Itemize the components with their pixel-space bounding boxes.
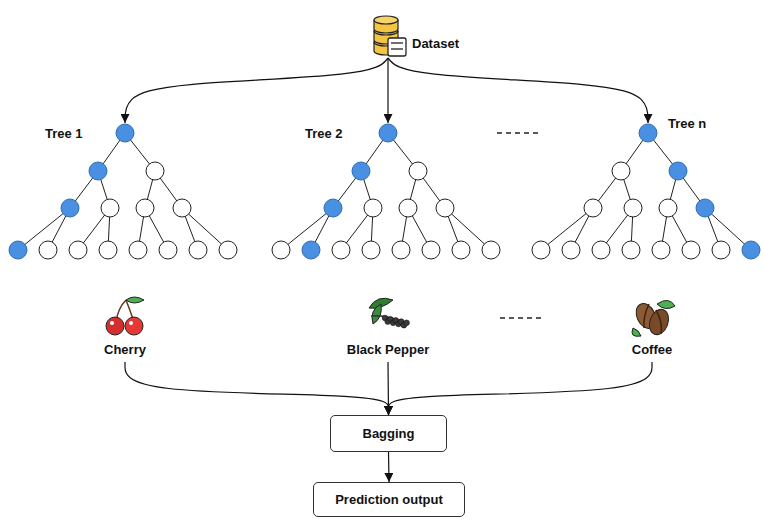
tree-node	[352, 162, 370, 180]
connector-arrow	[387, 58, 388, 123]
tree-node	[742, 241, 760, 259]
tree-node	[272, 241, 290, 259]
tree-node	[436, 199, 454, 217]
tree-node	[452, 241, 470, 259]
tree-node	[696, 199, 714, 217]
process-box: Bagging	[330, 415, 447, 452]
tree-node	[584, 199, 602, 217]
tree-node	[712, 241, 730, 259]
tree-node	[219, 241, 237, 259]
tree-node	[409, 162, 427, 180]
node-label: Prediction output	[335, 492, 443, 507]
cherry-icon	[100, 294, 150, 338]
tree-illustrations	[9, 124, 760, 259]
connector-arrow	[388, 58, 648, 123]
tree-node	[129, 241, 147, 259]
node-label: Dataset	[412, 36, 459, 51]
tree-node	[9, 241, 27, 259]
tree-group: Tree n	[528, 123, 765, 263]
decision-tree	[9, 124, 237, 259]
tree-node	[189, 241, 207, 259]
connector-arrow	[125, 362, 389, 415]
connector-arrow	[388, 452, 390, 482]
tree-label: Tree 2	[305, 126, 343, 141]
tree-node	[622, 241, 640, 259]
process-box: Prediction output	[313, 482, 465, 517]
class-label: Cherry	[81, 342, 169, 357]
connector-arrow	[125, 58, 388, 123]
tree-node	[682, 241, 700, 259]
tree-node	[482, 241, 500, 259]
tree-node	[652, 241, 670, 259]
tree-node	[116, 124, 134, 142]
tree-node	[399, 199, 417, 217]
tree-node	[39, 241, 57, 259]
tree-node	[173, 199, 191, 217]
tree-group: Tree 1	[5, 123, 245, 263]
ellipsis-dashes	[497, 132, 542, 134]
class-output: Coffee	[608, 294, 696, 362]
tree-node	[324, 199, 342, 217]
tree-node	[101, 199, 119, 217]
tree-node	[612, 162, 630, 180]
tree-node	[89, 162, 107, 180]
tree-node	[422, 241, 440, 259]
tree-node	[392, 241, 410, 259]
tree-node	[592, 241, 610, 259]
node-label: Bagging	[363, 426, 415, 441]
tree-node	[532, 241, 550, 259]
tree-node	[362, 241, 380, 259]
decision-tree	[532, 124, 760, 259]
tree-node	[99, 241, 117, 259]
tree-node	[639, 124, 657, 142]
class-output: Black Pepper	[334, 294, 442, 362]
dataset-node: Dataset	[372, 12, 472, 58]
tree-node	[379, 124, 397, 142]
tree-node	[332, 241, 350, 259]
class-label: Black Pepper	[334, 342, 442, 357]
tree-node	[302, 241, 320, 259]
tree-label: Tree n	[668, 116, 706, 131]
tree-node	[159, 241, 177, 259]
coffee-icon	[627, 294, 677, 338]
tree-node	[69, 241, 87, 259]
ellipsis-dashes	[500, 317, 545, 319]
tree-node	[624, 199, 642, 217]
tree-group: Tree 2	[268, 123, 508, 263]
pepper-icon	[363, 294, 413, 338]
tree-label: Tree 1	[45, 126, 83, 141]
tree-node	[61, 199, 79, 217]
decision-tree	[272, 124, 500, 259]
connector-arrow	[389, 362, 653, 415]
tree-node	[364, 199, 382, 217]
tree-node	[146, 162, 164, 180]
class-output: Cherry	[81, 294, 169, 362]
tree-node	[669, 162, 687, 180]
database-icon	[372, 12, 408, 58]
tree-node	[562, 241, 580, 259]
class-label: Coffee	[608, 342, 696, 357]
tree-node	[136, 199, 154, 217]
tree-node	[659, 199, 677, 217]
